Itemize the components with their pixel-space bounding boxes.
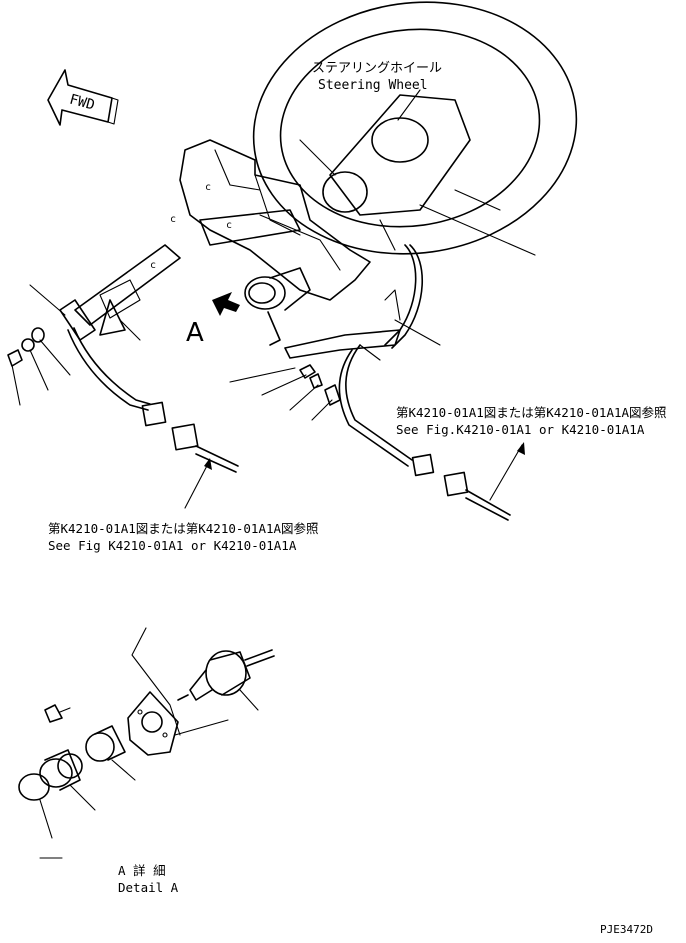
svg-text:c: c — [205, 182, 211, 193]
view-letter-a: A — [186, 318, 204, 348]
reference-left-jp: 第K4210-01A1図または第K4210-01A1A図参照 — [48, 521, 319, 536]
detail-a-label-jp: A 詳 細 — [118, 863, 166, 878]
svg-text:c: c — [150, 260, 156, 271]
drawing-code: PJE3472D — [600, 923, 653, 936]
fwd-label: FWD — [68, 92, 97, 114]
steering-column: c c c c — [59, 139, 371, 341]
rotary-switch — [212, 267, 311, 346]
fasteners-left — [7, 327, 45, 367]
steering-wheel — [252, 1, 578, 255]
reference-left-en: See Fig K4210-01A1 or K4210-01A1A — [48, 538, 297, 553]
steering-wheel-label-jp: ステアリングホイール — [312, 61, 442, 76]
svg-text:c: c — [226, 220, 232, 231]
detail-a-exploded — [18, 627, 275, 859]
reference-arrows — [184, 442, 525, 509]
svg-text:c: c — [170, 214, 176, 225]
steering-wheel-label-en: Steering Wheel — [318, 78, 428, 93]
leader-lines — [11, 89, 536, 421]
reference-right-en: See Fig.K4210-01A1 or K4210-01A1A — [396, 422, 645, 437]
reference-right-jp: 第K4210-01A1図または第K4210-01A1A図参照 — [396, 405, 667, 420]
harness-left — [67, 327, 239, 473]
harness-right — [284, 244, 511, 521]
fwd-arrow-icon: FWD — [47, 69, 119, 126]
fasteners-center — [299, 364, 341, 406]
detail-a-label-en: Detail A — [118, 880, 179, 895]
